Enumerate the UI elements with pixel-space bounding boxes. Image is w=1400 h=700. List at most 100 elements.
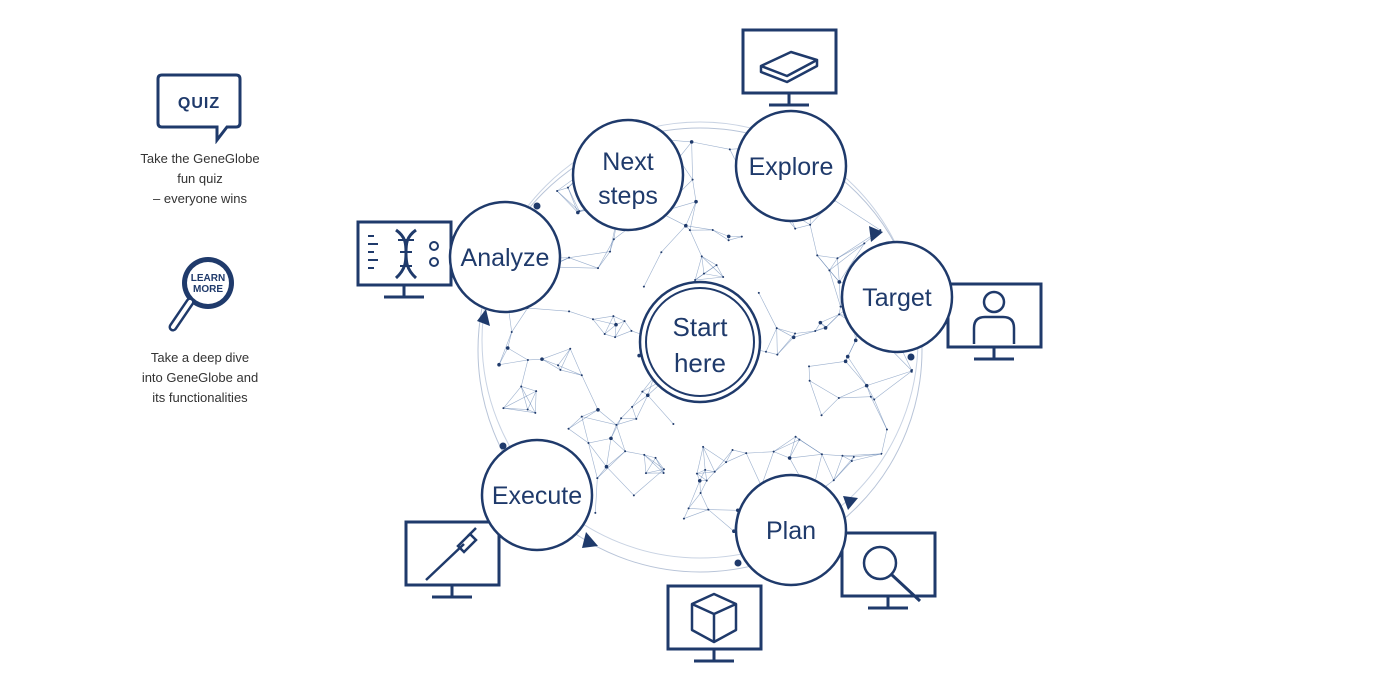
workflow-diagram: Start here [356,28,1043,663]
network-node [711,228,714,231]
network-node [587,442,590,445]
step-analyze[interactable]: Analyze [448,200,562,314]
network-node [879,229,882,232]
network-node [757,291,760,294]
center-label-line2: here [674,348,726,378]
network-node [662,468,665,471]
network-node [645,393,650,398]
quiz-icon[interactable]: QUIZ [155,72,245,145]
network-node [820,414,823,417]
network-node [688,229,691,232]
network-node [863,242,866,245]
network-node [502,407,505,410]
quiz-block[interactable]: QUIZ Take the GeneGlobe fun quiz – every… [100,72,300,209]
network-node [853,338,858,343]
network-node [707,508,710,511]
network-node [852,455,855,458]
learn-more-magnifier-icon[interactable]: LEARN MORE [155,255,245,335]
network-node [526,408,529,411]
network-node [873,398,876,401]
network-node [700,255,703,258]
network-node [845,354,850,359]
network-node [603,333,606,336]
book-monitor-icon [741,28,838,107]
network-globe [497,137,914,534]
network-node [614,322,618,327]
network-node [794,435,797,438]
network-node [596,267,599,270]
arrow-plan-execute [582,532,598,548]
network-node [843,359,848,364]
network-node [725,461,728,464]
network-node [722,276,725,279]
network-node [728,148,731,151]
network-node [624,450,627,453]
network-node [880,452,883,455]
network-node [580,415,583,418]
network-node [559,368,562,371]
network-node [839,305,842,308]
network-node [643,453,646,456]
network-node [609,436,613,441]
network-node [715,264,718,267]
network-node [568,310,571,313]
network-node [776,353,779,356]
network-node [809,223,812,226]
step-execute[interactable]: Execute [480,438,594,552]
network-node [727,239,730,242]
network-node [772,450,775,453]
network-node [702,445,705,448]
network-node [535,390,538,393]
network-node [885,428,888,431]
network-node [828,269,831,272]
network-node [836,257,839,260]
dot-target [907,353,915,361]
step-next-steps[interactable]: Next steps [571,118,685,232]
network-node [841,454,844,457]
quiz-description[interactable]: Take the GeneGlobe fun quiz – everyone w… [140,151,260,206]
network-node [596,477,599,480]
network-node [691,178,694,181]
step-plan[interactable]: Plan [734,473,848,587]
dot-execute [499,442,507,450]
network-node [794,227,797,230]
network-node [662,471,665,474]
step-explore[interactable]: Explore [734,109,848,223]
network-node [713,470,716,473]
learn-more-block[interactable]: LEARN MORE Take a deep dive into GeneGlo… [100,255,300,408]
network-node [808,379,811,382]
dot-plan [734,559,742,567]
network-node [568,256,571,259]
network-node [837,280,842,284]
network-node [642,285,645,288]
step-analyze-label: Analyze [461,244,550,272]
network-node [832,479,835,482]
network-node [623,320,626,323]
network-node [764,350,767,353]
network-node [695,472,698,475]
network-node [816,254,819,257]
network-node [526,358,529,361]
network-node [534,411,537,414]
network-node [864,383,869,388]
network-node [569,347,572,350]
center-start-node[interactable]: Start here [638,280,762,404]
step-execute-label: Execute [492,482,582,510]
network-node [791,335,796,340]
step-target[interactable]: Target [840,240,954,354]
dna-monitor-icon [356,220,453,299]
network-node [557,364,560,367]
network-node [869,395,872,398]
network-node [612,315,615,318]
learn-icon-line1: LEARN [191,273,225,284]
network-node [683,223,688,228]
network-node [704,468,707,471]
network-node [682,517,685,520]
network-node [631,405,634,408]
network-node [705,479,708,482]
network-node [808,365,811,368]
network-node [694,199,698,204]
network-node [620,417,623,420]
network-node [850,460,853,463]
learn-more-description[interactable]: Take a deep dive into GeneGlobe and its … [141,350,259,405]
